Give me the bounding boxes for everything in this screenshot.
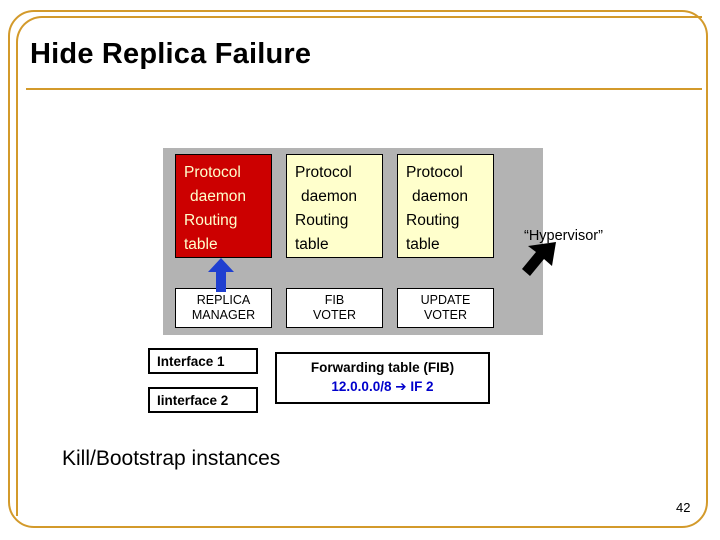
replica-manager-line-1: REPLICA [196,293,251,307]
daemon-box-1: Protocol daemon Routing table [175,154,272,258]
title-divider [26,88,702,90]
daemon-2-line-3: Routing [295,212,349,229]
update-voter-box: UPDATE VOTER [397,288,494,328]
daemon-3-line-2: daemon [412,188,469,205]
daemon-1-line-1: Protocol [184,164,241,181]
daemon-box-3: Protocol daemon Routing table [397,154,494,258]
daemon-2-line-4: table [295,236,329,253]
daemon-3-line-3: Routing [406,212,460,229]
daemon-3-line-4: table [406,236,440,253]
update-voter-line-2: VOTER [423,308,468,322]
page-title: Hide Replica Failure [30,38,312,70]
daemon-row: Protocol daemon Routing table Protocol d… [175,154,494,258]
forwarding-table-title: Forwarding table (FIB) [310,360,455,375]
replica-manager-line-2: MANAGER [191,308,256,322]
fib-voter-box: FIB VOTER [286,288,383,328]
slide-caption: Kill/Bootstrap instances [62,447,281,470]
forwarding-table-target: IF 2 [410,379,434,394]
slide-border-inner [16,16,702,516]
interface-1-label: Interface 1 [157,353,225,369]
daemon-1-line-4: table [184,236,218,253]
forwarding-table-box: Forwarding table (FIB) 12.0.0.0/8 ➔ IF 2 [275,352,490,404]
interface-2-box: Iinterface 2 [148,387,258,413]
right-arrow-icon: ➔ [395,379,407,395]
forwarding-table-route: 12.0.0.0/8 ➔ IF 2 [277,377,488,397]
forwarding-table-prefix: 12.0.0.0/8 [331,379,392,394]
manager-row: REPLICA MANAGER FIB VOTER UPDATE VOTER [175,288,494,328]
daemon-1-line-3: Routing [184,212,238,229]
daemon-box-2: Protocol daemon Routing table [286,154,383,258]
fib-voter-line-2: VOTER [312,308,357,322]
diagonal-arrow-icon [522,242,556,276]
update-voter-line-1: UPDATE [420,293,471,307]
slide-border [8,10,708,528]
daemon-2-line-2: daemon [301,188,358,205]
interface-2-label: Iinterface 2 [157,392,229,408]
replica-manager-box: REPLICA MANAGER [175,288,272,328]
daemon-2-line-1: Protocol [295,164,352,181]
fib-voter-line-1: FIB [324,293,345,307]
interface-1-box: Interface 1 [148,348,258,374]
daemon-3-line-1: Protocol [406,164,463,181]
daemon-1-line-2: daemon [190,188,247,205]
page-number: 42 [676,500,691,515]
hypervisor-label: “Hypervisor” [524,228,603,244]
up-arrow-icon [208,258,234,292]
